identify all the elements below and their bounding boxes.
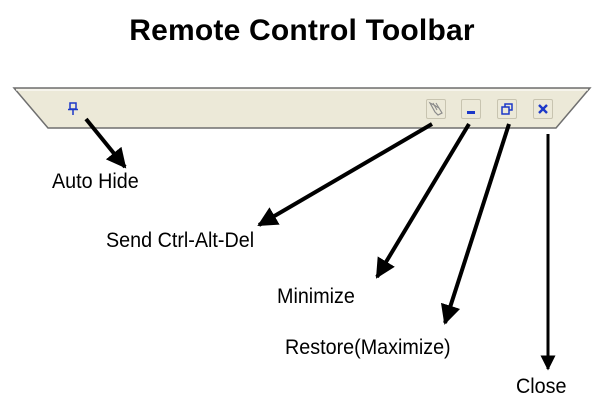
label-minimize: Minimize	[277, 285, 355, 308]
minimize-button[interactable]	[461, 99, 481, 119]
label-close: Close	[516, 375, 567, 398]
arrow-auto-hide	[84, 117, 127, 169]
pushpin-icon	[68, 102, 78, 115]
arrow-restore	[440, 123, 511, 325]
label-restore: Restore(Maximize)	[285, 336, 451, 359]
toolbar-body	[12, 87, 592, 129]
label-send-ctrl-alt-del: Send Ctrl-Alt-Del	[106, 229, 255, 252]
send-ctrl-alt-del-button[interactable]	[426, 99, 446, 119]
close-button[interactable]	[533, 99, 553, 119]
keyboard-hand-icon	[428, 101, 443, 116]
close-icon	[538, 104, 548, 114]
diagram-title: Remote Control Toolbar	[129, 14, 475, 47]
restore-button[interactable]	[497, 99, 517, 119]
arrow-minimize	[375, 122, 471, 279]
auto-hide-button[interactable]	[63, 99, 83, 119]
label-auto-hide: Auto Hide	[52, 170, 139, 193]
minimize-icon	[467, 111, 475, 114]
restore-icon	[501, 103, 513, 115]
arrow-send-ctrl-alt-del	[257, 122, 434, 227]
